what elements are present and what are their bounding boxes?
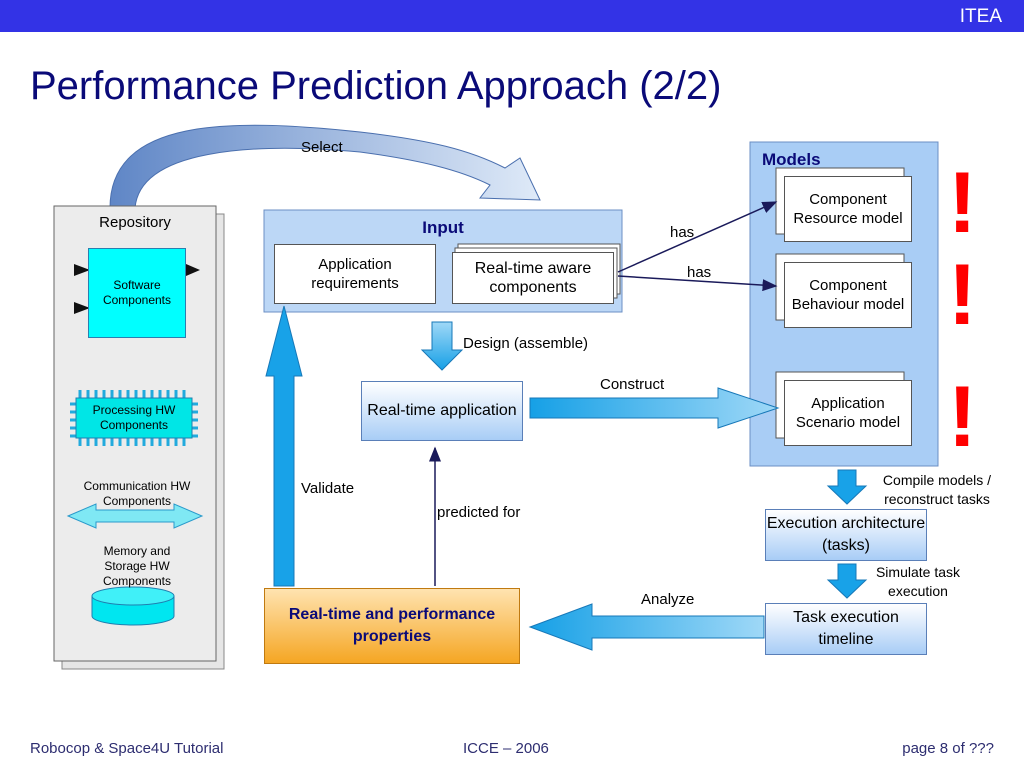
- repository-label: Repository: [99, 214, 171, 231]
- validate-arrow: [265, 305, 303, 587]
- footer-center: ICCE – 2006: [463, 740, 549, 757]
- exclamation-1: !: [948, 155, 977, 251]
- input-title: Input: [422, 218, 464, 237]
- communication-hw-arrow: [66, 503, 204, 529]
- predicted-for-label: predicted for: [437, 504, 521, 521]
- exclamation-3: !: [948, 369, 977, 465]
- construct-arrow: [529, 387, 780, 429]
- task-execution-timeline: Task execution timeline: [765, 603, 927, 655]
- processing-hw-components: Processing HW Components: [92, 403, 176, 432]
- construct-label: Construct: [600, 376, 665, 393]
- simulate-arrow: [826, 563, 868, 599]
- design-arrow: [420, 321, 464, 371]
- select-curve-arrow: [109, 124, 541, 209]
- rt-application: Real-time application: [361, 381, 523, 441]
- brand-label: ITEA: [959, 6, 1002, 27]
- has-label-1: has: [670, 224, 695, 241]
- select-label: Select: [301, 139, 343, 156]
- models-title: Models: [762, 150, 821, 169]
- footer-left: Robocop & Space4U Tutorial: [30, 740, 224, 757]
- validate-label: Validate: [301, 480, 355, 497]
- execution-architecture: Execution architecture (tasks): [765, 509, 927, 561]
- component-behaviour-model: Component Behaviour model: [784, 262, 912, 328]
- rt-aware-components: Real-time aware components: [452, 252, 614, 304]
- design-label: Design (assemble): [463, 335, 589, 352]
- exclamation-2: !: [948, 247, 977, 343]
- software-components: Software Components: [88, 248, 186, 338]
- top-bar: [0, 0, 1024, 32]
- rt-performance-properties: Real-time and performance properties: [264, 588, 520, 664]
- memory-storage-hw-components: Memory and Storage HW Components: [102, 543, 172, 588]
- slide-title: Performance Prediction Approach (2/2): [30, 64, 722, 108]
- analyze-arrow: [528, 603, 765, 651]
- compile-label: Compile models / reconstruct tasks: [882, 472, 992, 507]
- communication-hw-components: Communication HW Components: [83, 479, 191, 508]
- compile-arrow: [826, 469, 868, 505]
- application-requirements: Application requirements: [274, 244, 436, 304]
- has-label-2: has: [687, 264, 712, 281]
- analyze-label: Analyze: [641, 591, 695, 608]
- simulate-label: Simulate task execution: [875, 564, 961, 599]
- application-scenario-model: Application Scenario model: [784, 380, 912, 446]
- footer-page-number: page 8 of ???: [902, 740, 994, 757]
- component-resource-model: Component Resource model: [784, 176, 912, 242]
